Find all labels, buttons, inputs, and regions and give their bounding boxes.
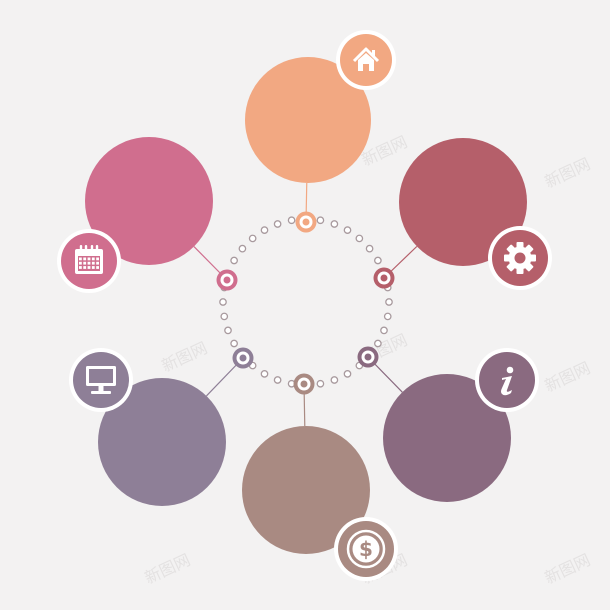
node-settings — [399, 138, 552, 290]
watermark-text: 新图网 — [542, 550, 594, 588]
hub-dot — [224, 326, 232, 335]
hub-dot — [220, 312, 229, 321]
hub-dot — [260, 226, 269, 234]
hub-dot — [365, 244, 374, 253]
hub-dot — [273, 220, 282, 228]
calendar-icon — [57, 229, 121, 293]
hub-dot — [238, 244, 247, 253]
node-circle-home — [245, 57, 371, 183]
hub-dot — [248, 234, 257, 243]
hub-dot — [316, 379, 325, 388]
hub-dot — [343, 370, 352, 378]
hub-connector-calendar — [216, 269, 238, 291]
monitor-icon — [69, 348, 133, 412]
node-circle-info — [383, 374, 511, 502]
hub-dot — [330, 376, 339, 384]
info-icon — [475, 348, 539, 412]
gear-icon — [488, 226, 552, 290]
watermark-text: 新图网 — [159, 338, 211, 376]
hub-connector-info — [357, 346, 379, 368]
hub-connector-settings — [373, 267, 395, 289]
node-home — [245, 30, 396, 183]
node-calendar — [57, 137, 213, 293]
hub-connector-home — [295, 211, 317, 233]
hub-connector-finance — [293, 373, 315, 395]
hub-connector-computer — [232, 347, 254, 369]
hub-dot — [330, 220, 339, 228]
node-finance: $ — [242, 426, 398, 581]
hub-dot — [380, 326, 388, 335]
hub-dot — [287, 216, 296, 225]
node-circle-calendar — [85, 137, 213, 265]
hub-dot — [343, 226, 352, 234]
svg-text:$: $ — [359, 537, 373, 561]
node-computer — [69, 348, 226, 506]
node-circle-finance — [242, 426, 370, 554]
hub-dot — [219, 298, 227, 306]
hub-dot — [230, 339, 238, 348]
hub-dot — [230, 256, 238, 265]
node-circle-settings — [399, 138, 527, 266]
home-icon — [336, 30, 396, 90]
watermark-text: 新图网 — [542, 358, 594, 396]
hub-dot — [260, 370, 269, 378]
hub-dot — [374, 256, 382, 265]
watermark-text: 新图网 — [542, 154, 594, 192]
hub-dot — [385, 298, 393, 306]
hub-dot — [355, 234, 364, 243]
node-info — [383, 348, 539, 502]
hub-dot — [273, 376, 282, 384]
node-circle-computer — [98, 378, 226, 506]
hub-dot — [383, 312, 392, 321]
dollar-icon: $ — [334, 517, 398, 581]
hub-dot — [316, 216, 325, 225]
hub-dot — [374, 339, 382, 348]
watermark-text: 新图网 — [142, 550, 194, 588]
